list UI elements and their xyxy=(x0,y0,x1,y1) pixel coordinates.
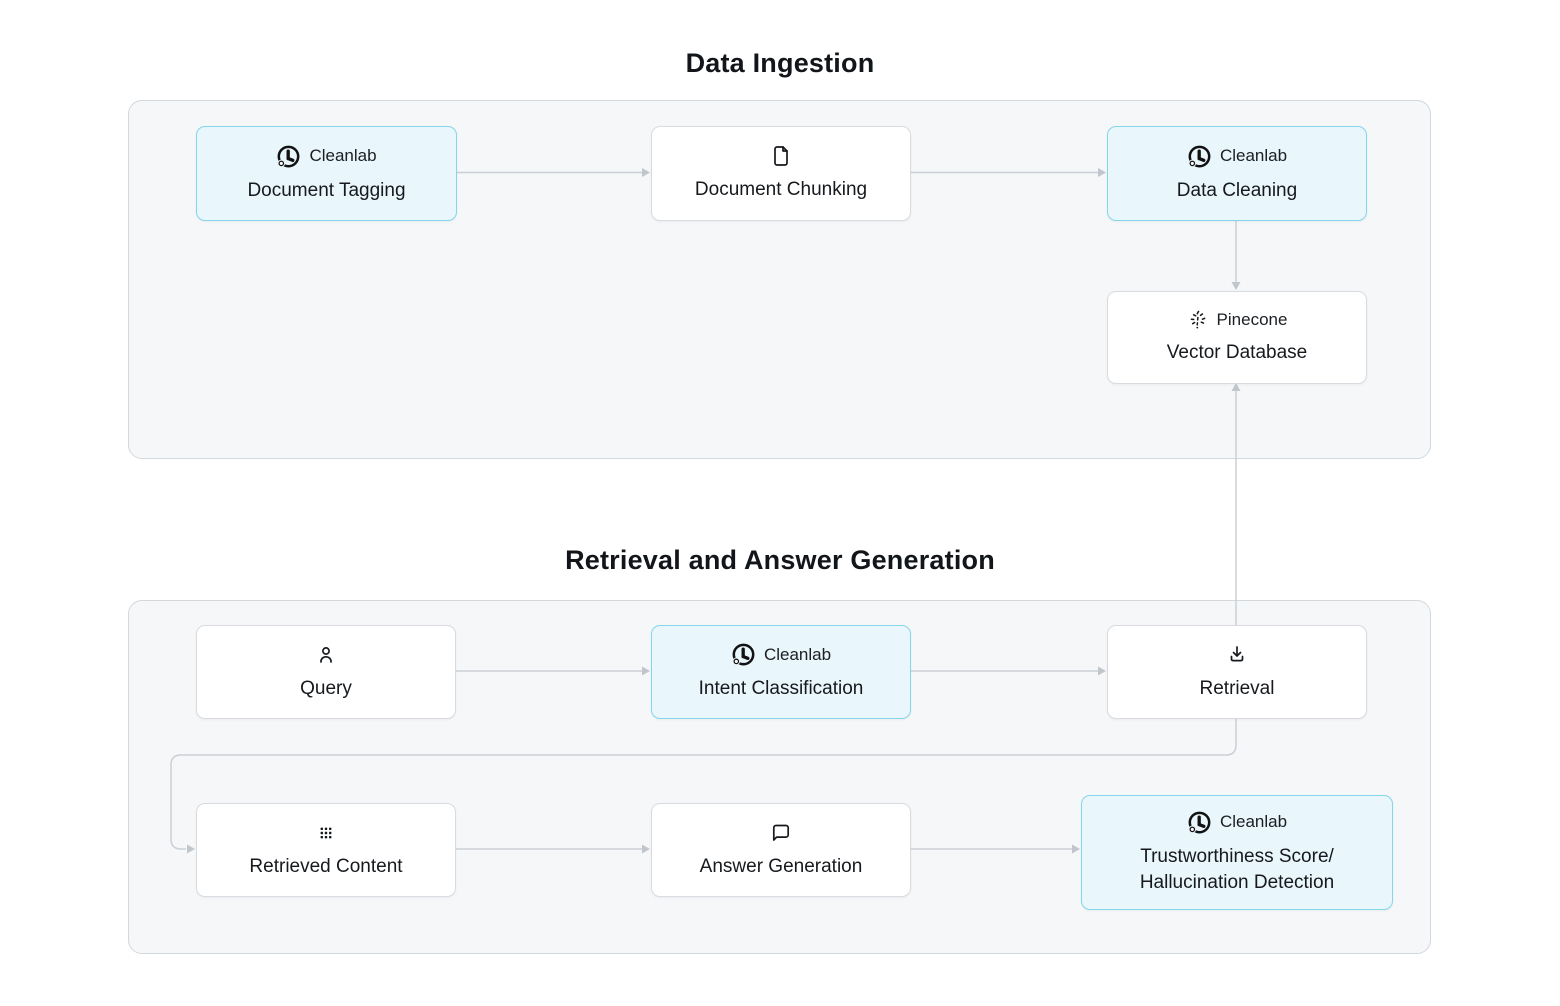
section-title-retrieval-generation: Retrieval and Answer Generation xyxy=(565,545,995,575)
brand-name: Pinecone xyxy=(1216,310,1288,329)
cleanlab-logo-icon xyxy=(1187,144,1212,169)
brand-name: Cleanlab xyxy=(763,644,832,664)
node-trustworthiness: Cleanlab Trustworthiness Score/ Hallucin… xyxy=(1081,795,1393,910)
cleanlab-logo-icon xyxy=(276,144,301,169)
cleanlab-logo-icon xyxy=(1187,810,1212,835)
brand-row: Cleanlab xyxy=(276,144,377,169)
node-retrieved-content: Retrieved Content xyxy=(196,803,456,897)
user-icon xyxy=(314,643,338,667)
node-vector-database: Pinecone Vector Database xyxy=(1107,291,1367,384)
node-label: Document Chunking xyxy=(694,179,868,200)
cleanlab-logo-icon xyxy=(731,642,756,667)
brand-row: Cleanlab xyxy=(731,642,831,667)
brand-row: Pinecone xyxy=(1187,309,1288,331)
pinecone-logo-icon xyxy=(1187,309,1209,331)
node-label: Retrieved Content xyxy=(249,855,403,877)
brand-name: Cleanlab xyxy=(309,146,377,165)
node-document-chunking: Document Chunking xyxy=(651,126,911,221)
node-answer-generation: Answer Generation xyxy=(651,803,911,897)
node-label: Trustworthiness Score/ Hallucination Det… xyxy=(1139,845,1335,893)
node-label: Vector Database xyxy=(1166,342,1308,363)
section-title-data-ingestion: Data Ingestion xyxy=(685,48,875,78)
node-query: Query xyxy=(196,625,456,719)
node-label: Query xyxy=(300,677,352,699)
chat-bubble-icon xyxy=(769,821,793,845)
node-label: Answer Generation xyxy=(699,855,863,877)
brand-name: Cleanlab xyxy=(1219,812,1288,831)
node-label: Data Cleaning xyxy=(1176,179,1298,201)
node-label: Intent Classification xyxy=(698,678,864,699)
download-icon xyxy=(1225,643,1249,667)
brand-name: Cleanlab xyxy=(1219,146,1288,165)
node-label: Retrieval xyxy=(1199,677,1275,699)
brand-row: Cleanlab xyxy=(1187,810,1287,835)
node-retrieval: Retrieval xyxy=(1107,625,1367,719)
file-icon xyxy=(769,144,793,168)
node-intent-classification: Cleanlab Intent Classification xyxy=(651,625,911,719)
node-document-tagging: Cleanlab Document Tagging xyxy=(196,126,457,221)
brand-row: Cleanlab xyxy=(1187,144,1287,169)
node-label: Document Tagging xyxy=(247,179,406,201)
grid-dots-icon xyxy=(314,821,338,845)
node-data-cleaning: Cleanlab Data Cleaning xyxy=(1107,126,1367,221)
